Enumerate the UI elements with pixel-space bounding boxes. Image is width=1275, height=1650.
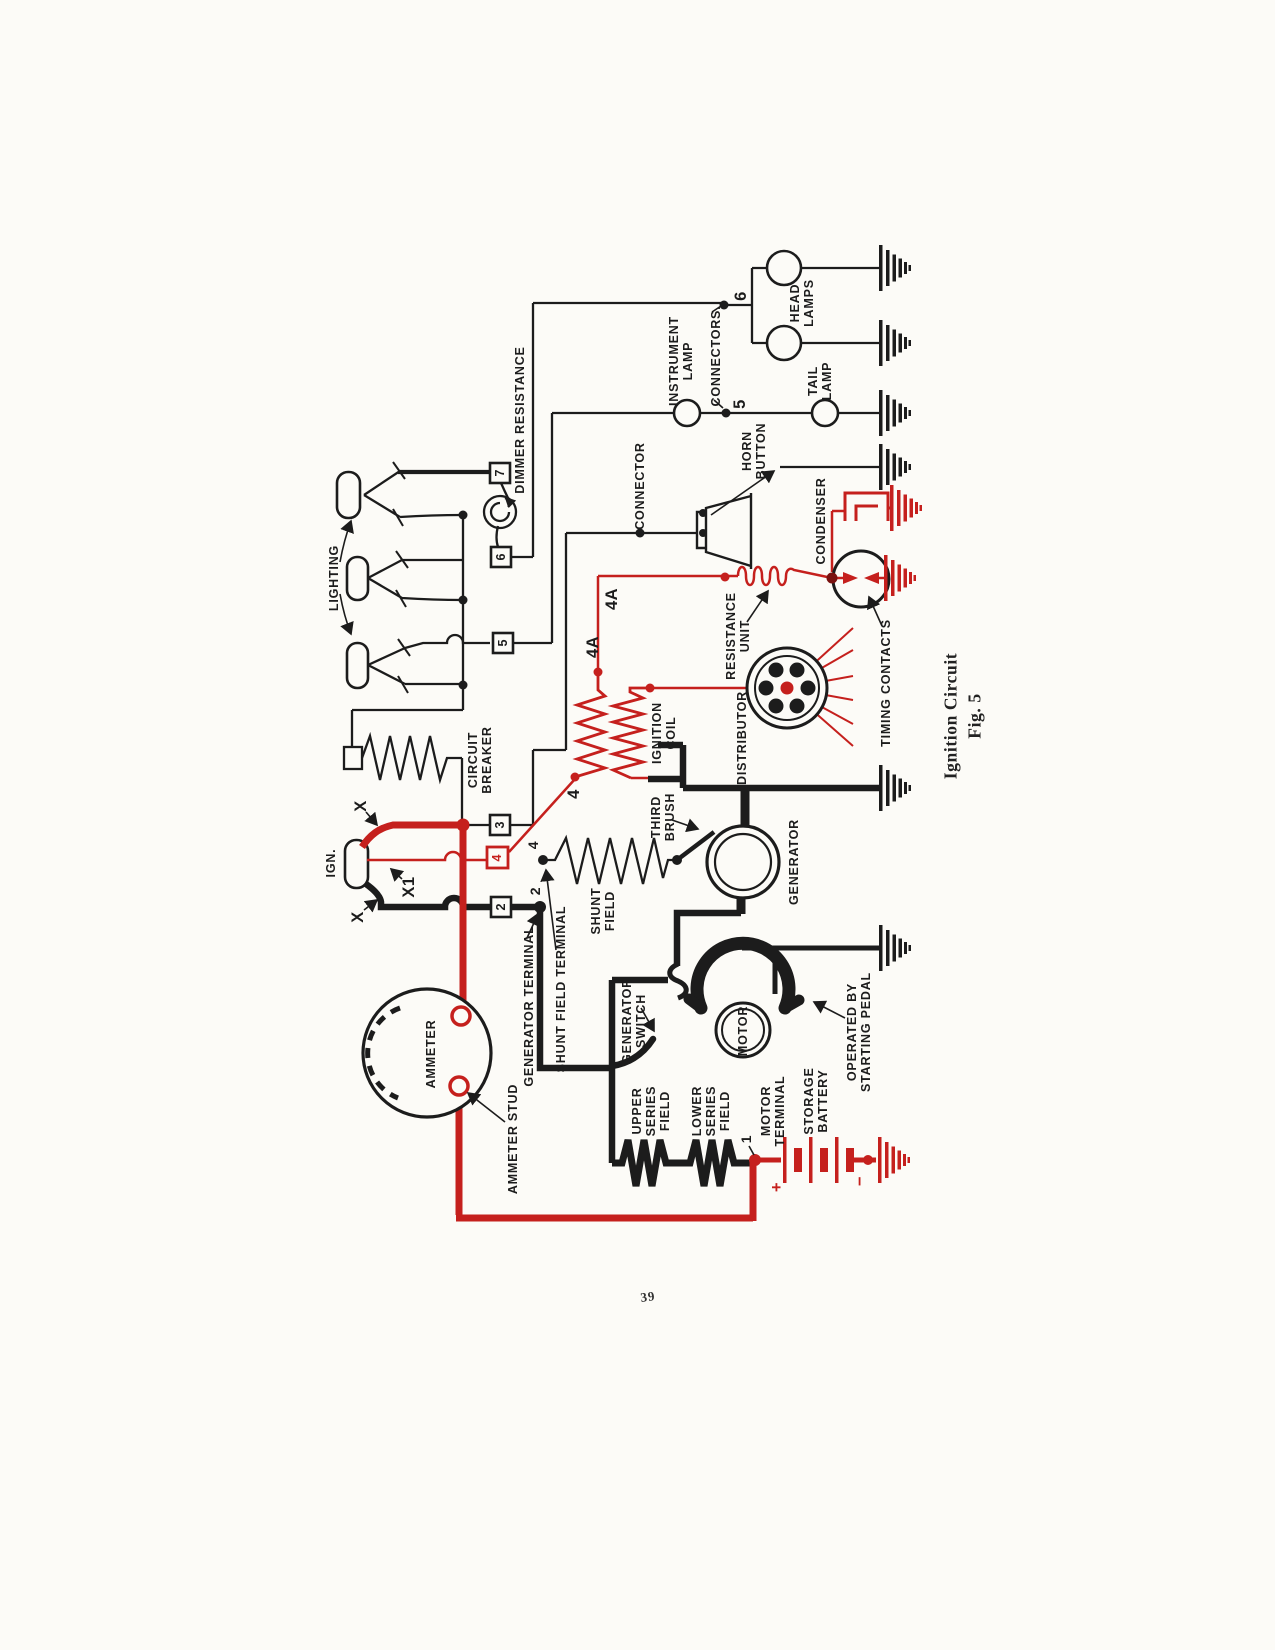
caption-title: Ignition Circuit bbox=[940, 652, 961, 780]
label-ammeter-stud: AMMETER STUD bbox=[506, 1083, 520, 1195]
marker-x-top: X bbox=[351, 800, 370, 812]
marker-x1: X1 bbox=[399, 876, 418, 898]
marker-4-big: 4 bbox=[564, 789, 583, 799]
label-lighting: LIGHTING bbox=[327, 544, 341, 612]
label-upper-series-field: UPPER SERIES FIELD bbox=[630, 1085, 672, 1137]
label-connectors: CONNECTORS. bbox=[709, 305, 723, 407]
label-generator-switch: GENERATOR SWITCH bbox=[620, 978, 648, 1064]
motor-symbol bbox=[714, 1001, 772, 1059]
marker-x-bottom: X bbox=[348, 911, 367, 923]
marker-battery-minus: − bbox=[850, 1175, 869, 1187]
label-timing-contacts: TIMING CONTACTS bbox=[879, 619, 893, 747]
marker-2-small: 2 bbox=[527, 886, 544, 896]
label-lower-series-field: LOWER SERIES FIELD bbox=[690, 1085, 732, 1137]
terminal-2: 2 bbox=[494, 903, 508, 911]
marker-1: 1 bbox=[738, 1134, 755, 1144]
terminal-6: 6 bbox=[494, 553, 508, 561]
red-ground-symbols bbox=[878, 485, 922, 1183]
label-horn-button: HORN BUTTON bbox=[740, 422, 768, 480]
red-junction-dots bbox=[456, 572, 873, 1166]
ground-symbols bbox=[879, 245, 911, 971]
junction-dots bbox=[458, 300, 731, 913]
terminal-boxes bbox=[485, 461, 515, 919]
label-shunt-field-terminal: SHUNT FIELD TERMINAL bbox=[554, 905, 568, 1073]
timing-points bbox=[843, 572, 879, 584]
dimmer-spiral bbox=[482, 494, 518, 530]
label-dimmer-resistance: DIMMER RESISTANCE bbox=[513, 346, 527, 494]
label-resistance-unit: RESISTANCE UNIT bbox=[724, 592, 752, 680]
terminal-5: 5 bbox=[496, 639, 510, 647]
terminal-7: 7 bbox=[493, 469, 507, 477]
label-storage-battery: STORAGE BATTERY bbox=[802, 1067, 830, 1135]
caption-fig: Fig. 5 bbox=[964, 693, 984, 739]
marker-4a-lower: 4A bbox=[583, 635, 602, 659]
marker-4a-upper: 4A bbox=[602, 587, 621, 611]
page-number: 39 bbox=[639, 1288, 657, 1305]
marker-battery-plus: + bbox=[767, 1181, 786, 1193]
terminal-3: 3 bbox=[493, 821, 507, 829]
battery-plates bbox=[783, 1137, 854, 1183]
label-ignition-coil: IGNITION COIL bbox=[650, 702, 678, 764]
label-operated-by-starting-pedal: OPERATED BY STARTING PEDAL bbox=[845, 972, 873, 1092]
label-generator-terminal: GENERATOR TERMINAL bbox=[522, 925, 536, 1087]
label-condenser: CONDENSER bbox=[814, 477, 828, 565]
marker-4-small: 4 bbox=[525, 840, 542, 850]
label-motor-terminal: MOTOR TERMINAL bbox=[759, 1075, 787, 1147]
horn-symbol bbox=[695, 493, 753, 569]
label-connector: CONNECTOR bbox=[633, 442, 647, 530]
label-motor: MOTOR bbox=[736, 1005, 750, 1057]
ammeter-symbol bbox=[361, 987, 493, 1119]
label-generator: GENERATOR bbox=[787, 819, 801, 905]
label-ign: IGN. bbox=[324, 848, 338, 878]
label-shunt-field: SHUNT FIELD bbox=[589, 887, 617, 935]
figure-caption: Ignition Circuit Fig. 5 bbox=[939, 653, 986, 779]
label-third-brush: THIRD BRUSH bbox=[649, 792, 677, 842]
distributor-symbol bbox=[745, 646, 829, 730]
leader-ticks bbox=[711, 305, 755, 1156]
generator-symbol bbox=[705, 824, 781, 900]
lamp-symbols bbox=[335, 470, 370, 890]
leader-arrows bbox=[339, 470, 883, 1123]
marker-6: 6 bbox=[731, 291, 750, 301]
label-instrument-lamp: INSTRUMENT LAMP bbox=[667, 316, 695, 406]
label-distributor: DISTRIBUTOR bbox=[735, 691, 749, 785]
label-ammeter: AMMETER bbox=[424, 1019, 438, 1089]
label-tail-lamp: TAIL LAMP bbox=[806, 361, 834, 401]
label-circuit-breaker: CIRCUIT BREAKER bbox=[466, 726, 494, 794]
terminal-4: 4 bbox=[490, 854, 504, 862]
lamp-circles bbox=[672, 249, 840, 428]
marker-5: 5 bbox=[730, 399, 749, 409]
label-head-lamps: HEAD LAMPS bbox=[788, 279, 816, 327]
black-wires bbox=[342, 266, 879, 885]
